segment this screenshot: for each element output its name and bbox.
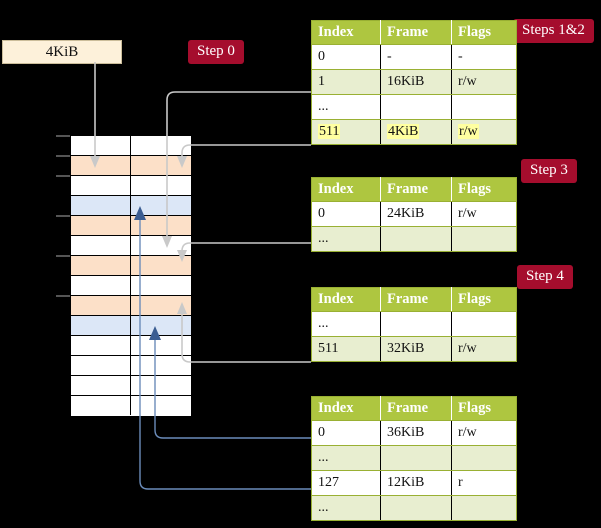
table-row: ... bbox=[311, 94, 517, 120]
column-header-flags: Flags bbox=[451, 177, 517, 202]
memory-frame-row bbox=[71, 376, 191, 396]
table-cell: ... bbox=[311, 495, 381, 521]
column-header-flags: Flags bbox=[451, 287, 517, 312]
memory-row-tick bbox=[56, 175, 70, 177]
table-cell bbox=[380, 445, 452, 471]
table-cell bbox=[380, 495, 452, 521]
memory-frame-row bbox=[71, 196, 191, 216]
memory-row-tick bbox=[56, 135, 70, 137]
table-cell bbox=[380, 311, 452, 337]
badge-step-0-label: Step 0 bbox=[197, 43, 235, 59]
table-row: ... bbox=[311, 495, 517, 521]
badge-step-3-label: Step 3 bbox=[530, 162, 568, 178]
table-cell: 511 bbox=[311, 119, 381, 145]
table-cell: 0 bbox=[311, 420, 381, 446]
table-cell: - bbox=[451, 44, 517, 70]
memory-row-tick bbox=[56, 155, 70, 157]
memory-frame-row bbox=[71, 356, 191, 376]
column-header-frame: Frame bbox=[380, 20, 452, 45]
column-header-index: Index bbox=[311, 177, 381, 202]
table-cell: 0 bbox=[311, 201, 381, 227]
badge-step-4-label: Step 4 bbox=[526, 268, 564, 284]
badge-step-3: Step 3 bbox=[521, 159, 577, 183]
memory-frame-row bbox=[71, 156, 191, 176]
highlighted-value: 4KiB bbox=[387, 124, 420, 139]
source-frame-label: 4KiB bbox=[45, 44, 79, 60]
table-cell bbox=[451, 311, 517, 337]
table-cell: - bbox=[380, 44, 452, 70]
table-cell: r/w bbox=[451, 336, 517, 362]
badge-step-4: Step 4 bbox=[517, 265, 573, 289]
memory-row-tick bbox=[56, 215, 70, 217]
memory-row-tick bbox=[56, 255, 70, 257]
table-cell: ... bbox=[311, 226, 381, 252]
table-row: ... bbox=[311, 445, 517, 471]
memory-frame-row bbox=[71, 336, 191, 356]
table-cell bbox=[451, 495, 517, 521]
table-row: ... bbox=[311, 226, 517, 252]
table-cell: 0 bbox=[311, 44, 381, 70]
table-cell: ... bbox=[311, 311, 381, 337]
highlighted-value: 511 bbox=[318, 124, 341, 139]
table-cell bbox=[451, 445, 517, 471]
table-cell: r bbox=[451, 470, 517, 496]
memory-frame-row bbox=[71, 396, 191, 416]
memory-frame-row bbox=[71, 136, 191, 156]
table-cell: ... bbox=[311, 94, 381, 120]
memory-frame-row bbox=[71, 236, 191, 256]
table-cell: r/w bbox=[451, 201, 517, 227]
table-cell: 127 bbox=[311, 470, 381, 496]
table-cell: 1 bbox=[311, 69, 381, 95]
table-cell: ... bbox=[311, 445, 381, 471]
table-cell bbox=[451, 94, 517, 120]
column-header-index: Index bbox=[311, 20, 381, 45]
table-cell: 24KiB bbox=[380, 201, 452, 227]
badge-steps-1-2: Steps 1&2 bbox=[513, 19, 594, 43]
table-cell bbox=[451, 226, 517, 252]
memory-column-divider bbox=[130, 135, 131, 415]
memory-row-tick bbox=[56, 295, 70, 297]
table-cell: r/w bbox=[451, 119, 517, 145]
column-header-flags: Flags bbox=[451, 20, 517, 45]
table-row: 0-- bbox=[311, 44, 517, 70]
table-cell: 4KiB bbox=[380, 119, 452, 145]
column-header-frame: Frame bbox=[380, 287, 452, 312]
badge-steps-1-2-label: Steps 1&2 bbox=[522, 22, 585, 38]
memory-frame-row bbox=[71, 176, 191, 196]
memory-frame-row bbox=[71, 216, 191, 236]
table-cell: r/w bbox=[451, 420, 517, 446]
table-row: ... bbox=[311, 311, 517, 337]
table-cell: 16KiB bbox=[380, 69, 452, 95]
memory-frame-row bbox=[71, 296, 191, 316]
table-cell: 32KiB bbox=[380, 336, 452, 362]
table-row: 511 4KiB r/w bbox=[311, 119, 517, 145]
column-header-flags: Flags bbox=[451, 396, 517, 421]
table-cell: 12KiB bbox=[380, 470, 452, 496]
column-header-index: Index bbox=[311, 287, 381, 312]
table-cell: 511 bbox=[311, 336, 381, 362]
column-header-frame: Frame bbox=[380, 177, 452, 202]
memory-frame-row bbox=[71, 256, 191, 276]
highlighted-value: r/w bbox=[458, 124, 479, 139]
table-cell: r/w bbox=[451, 69, 517, 95]
source-frame-box: 4KiB bbox=[2, 40, 122, 64]
column-header-index: Index bbox=[311, 396, 381, 421]
badge-step-0: Step 0 bbox=[188, 40, 244, 64]
memory-frame-row bbox=[71, 276, 191, 296]
table-cell: 36KiB bbox=[380, 420, 452, 446]
table-cell bbox=[380, 94, 452, 120]
column-header-frame: Frame bbox=[380, 396, 452, 421]
memory-frame-row bbox=[71, 316, 191, 336]
table-cell bbox=[380, 226, 452, 252]
